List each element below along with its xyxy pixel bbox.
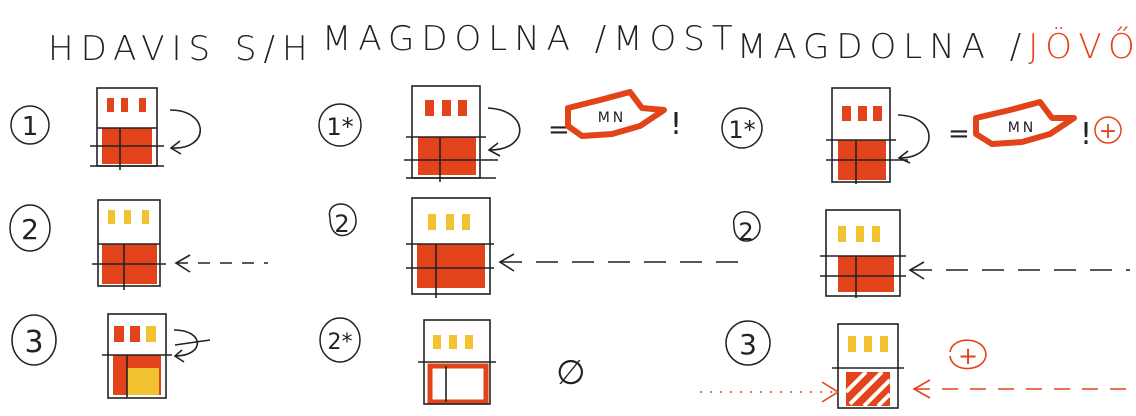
c1r2-building-sketch	[92, 199, 268, 290]
column-3-title-accent: JÖVŐKÉP	[1028, 26, 1136, 67]
c2r3-empty-symbol: ∅	[556, 353, 586, 393]
svg-text:MN: MN	[1008, 120, 1037, 136]
c2r1-building-sketch	[404, 85, 521, 182]
svg-text:3: 3	[739, 328, 757, 361]
svg-text:+: +	[1099, 119, 1117, 144]
c1r3-number: 3	[11, 314, 57, 366]
svg-text:2: 2	[334, 210, 349, 238]
svg-text:1*: 1*	[326, 113, 353, 141]
c2r1-excl: !	[670, 107, 682, 142]
column-3-title: MAGDOLNA /JÖVŐKÉP	[737, 26, 1136, 67]
c3r1-excl: !	[1080, 117, 1092, 152]
svg-text:MN: MN	[598, 110, 627, 126]
c1r2-number: 2	[9, 204, 51, 252]
svg-text:1: 1	[22, 112, 39, 142]
column-1-title: HDAVIS S/H	[48, 29, 315, 69]
c3r1-building-sketch	[826, 87, 930, 184]
c3r3-building-sketch: +	[700, 323, 1130, 409]
c3r2-building-sketch	[820, 209, 1130, 298]
svg-text:1*: 1*	[728, 116, 755, 144]
c3r1-equals: =	[948, 119, 970, 149]
c2r2-building-sketch	[406, 197, 740, 298]
c1r3-building-sketch	[102, 313, 211, 399]
svg-text:2: 2	[21, 213, 39, 246]
c2r1-equals: =	[548, 115, 570, 145]
c2r1-number: 1*	[318, 103, 362, 147]
c3r1-plus-symbol: +	[1094, 116, 1122, 144]
c3r3-number: 3	[725, 320, 771, 366]
c3r3-plus-symbol: +	[958, 342, 978, 370]
column-3-title-main: MAGDOLNA /	[737, 27, 1028, 67]
svg-text:2*: 2*	[328, 330, 353, 355]
c1r1-building-sketch	[90, 87, 201, 170]
c3r1-number: 1*	[721, 107, 763, 149]
c2r3-number: 2*	[319, 317, 361, 363]
svg-text:2: 2	[738, 218, 753, 246]
c3r1-mn-badge: MN	[973, 99, 1077, 147]
c3r2-number: 2	[733, 211, 761, 246]
c2r3-building-sketch	[418, 319, 496, 405]
column-2-title: MAGDOLNA /MOST	[322, 19, 740, 59]
svg-text:3: 3	[24, 325, 43, 360]
c2r2-number: 2	[328, 203, 357, 238]
c1r1-number: 1	[10, 105, 50, 145]
c2r1-mn-badge: MN	[565, 89, 667, 139]
